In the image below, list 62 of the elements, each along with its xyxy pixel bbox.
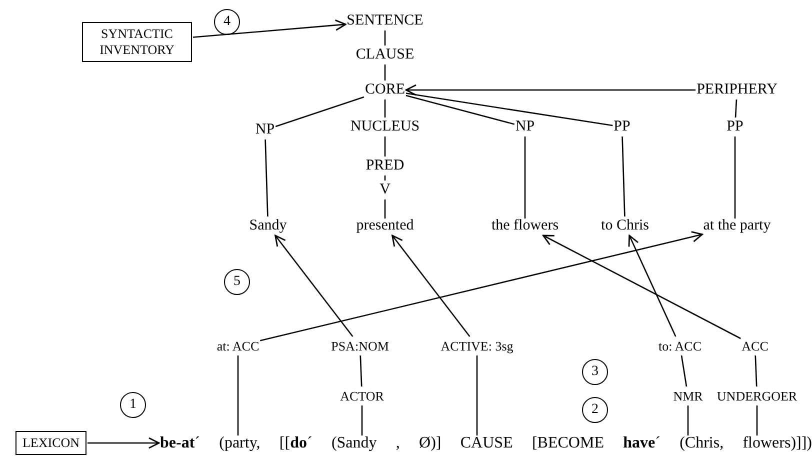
connector-line (384, 136, 386, 156)
word: presented (356, 218, 414, 234)
connector-line (406, 92, 613, 126)
tree-label: PRED (366, 158, 404, 174)
connector-line (384, 176, 386, 180)
role-label: UNDERGOER (716, 388, 798, 404)
role-label: ACTOR (340, 388, 384, 404)
step-number: 1 (120, 392, 146, 418)
label-box: SYNTACTIC INVENTORY (82, 22, 192, 62)
arrow (628, 234, 676, 337)
connector-line (687, 406, 689, 436)
arrow (405, 84, 696, 96)
connector-line (754, 355, 758, 387)
tree-label: NUCLEUS (350, 118, 420, 136)
connector-line (406, 94, 515, 125)
role-label: NMR (673, 388, 703, 404)
connector-line (384, 30, 386, 46)
tree-label: NP (255, 122, 275, 138)
step-number: 3 (582, 359, 608, 385)
tree-label: PERIPHERY (696, 82, 778, 98)
arrow (192, 20, 346, 38)
connector-line (734, 136, 736, 218)
tree-label: PP (726, 118, 744, 136)
step-number: 4 (214, 9, 240, 35)
connector-line (476, 356, 478, 436)
logical-structure-formula: be-at´ (party, [[do´ (Sandy , Ø)] CAUSE [BECOME have´ (Chris, flowers)]]) (160, 434, 812, 452)
case-label: to: ACC (658, 338, 702, 354)
connector-line (622, 136, 626, 217)
case-label: at: ACC (216, 338, 260, 354)
word: at the party (703, 218, 771, 234)
connector-line (680, 355, 688, 387)
tree-label: CORE (365, 82, 405, 98)
step-number: 5 (224, 269, 250, 295)
arrow (88, 437, 160, 449)
case-label: ACTIVE: 3sg (440, 338, 514, 354)
step-number: 2 (582, 397, 608, 423)
word: Sandy (249, 218, 287, 234)
arrow (542, 234, 741, 340)
connector-line (384, 200, 386, 218)
connector-line (756, 406, 758, 436)
tree-label: PP (614, 118, 630, 136)
word: to Chris (601, 218, 649, 234)
arrow (260, 231, 703, 342)
connector-line (361, 406, 363, 436)
connector-line (360, 355, 362, 387)
tree-label: CLAUSE (356, 46, 414, 64)
tree-label: V (380, 182, 390, 198)
connector-line (384, 64, 386, 80)
connector-line (264, 139, 268, 217)
tree-label: NP (515, 118, 535, 136)
case-label: ACC (742, 338, 768, 354)
word: the flowers (491, 218, 559, 234)
connector-line (384, 100, 386, 118)
tree-label: SENTENCE (346, 12, 424, 30)
connector-line (275, 96, 364, 128)
case-label: PSA:NOM (331, 338, 389, 354)
arrow (392, 234, 470, 337)
connector-line (524, 136, 526, 218)
label-box: LEXICON (15, 431, 87, 455)
connector-line (734, 99, 738, 118)
arrow (274, 234, 354, 337)
connector-line (237, 356, 239, 436)
